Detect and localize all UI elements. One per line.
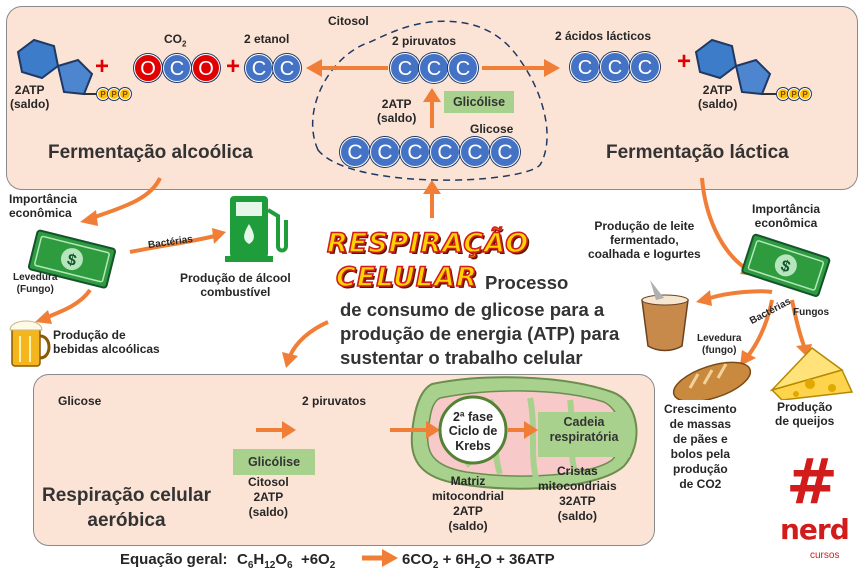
beer-mug-icon <box>9 320 51 367</box>
arrow-to-combustivel <box>129 234 216 254</box>
description-line1: Processo <box>485 272 569 293</box>
oxygen-atom: O <box>192 54 220 82</box>
description-line2: de consumo de glicose para a <box>340 299 605 320</box>
logo-brand: nerd <box>780 513 850 546</box>
levedura-right-label: Levedura (fungo) <box>697 333 742 356</box>
arrow-to-queijos <box>790 299 806 347</box>
svg-text:$: $ <box>65 251 78 270</box>
glicolise-box-bottom: Glicólise <box>233 449 315 475</box>
phosphate-group: P <box>119 88 131 100</box>
side-diagram: $ $ <box>9 177 854 400</box>
carbon-atom: C <box>570 52 600 82</box>
glicose-top-label: Glicose <box>470 122 514 136</box>
fungos-label: Fungos <box>793 307 830 318</box>
carbon-atom: C <box>600 52 630 82</box>
money-right-icon: $ <box>741 233 831 297</box>
cheese-icon <box>769 347 854 400</box>
description-line3: produção de energia (ATP) para <box>340 323 620 344</box>
equation-products: 6CO2 + 6H2O + 36ATP <box>402 551 555 571</box>
equation-reactants: C6H12O6 +6O2 <box>237 551 336 571</box>
money-left-icon: $ <box>27 229 116 289</box>
plus-middle: + <box>226 53 241 80</box>
atp-right-label: 2ATP (saldo) <box>698 83 738 111</box>
etanol-label: 2 etanol <box>244 32 290 46</box>
carbon-atom: C <box>430 137 460 167</box>
carbon-atom: C <box>490 137 520 167</box>
bread-icon <box>672 361 752 400</box>
arrow-lactica-down <box>700 177 747 270</box>
matriz-label: Matriz mitocondrial 2ATP (saldo) <box>432 474 505 533</box>
arrow-to-bottom-panel <box>288 320 329 357</box>
title-respiracao: RESPIRAÇÃO <box>326 227 530 260</box>
carbon-atom: C <box>400 137 430 167</box>
phosphate-group: P <box>799 88 811 100</box>
carbon-atom: C <box>163 54 191 82</box>
queijos-label: Produção de queijos <box>775 400 835 428</box>
piruvatos-label: 2 piruvatos <box>392 34 457 48</box>
cristas-label: Cristas mitocondriais 32ATP (saldo) <box>538 464 617 523</box>
fermentacao-lactica-title: Fermentação láctica <box>606 142 789 163</box>
fuel-pump-icon <box>225 196 288 262</box>
carbon-atom: C <box>390 53 420 83</box>
logo-sub: cursos <box>810 550 840 561</box>
atp-molecule-right-icon <box>694 38 776 96</box>
citosol-atp-label: Citosol 2ATP (saldo) <box>248 475 289 519</box>
logo-hash-symbol: # <box>786 445 838 518</box>
carbon-atom: C <box>630 52 660 82</box>
cadeia-box: Cadeia respiratória <box>538 412 630 457</box>
glicolise-box-top: Glicólise <box>444 91 514 113</box>
carbon-atom: C <box>370 137 400 167</box>
carbon-atom: C <box>245 54 273 82</box>
aerobica-title: Respiração celular aeróbica <box>42 485 211 531</box>
citosol-region <box>311 20 548 181</box>
krebs-label: 2ª fase Ciclo de Krebs <box>448 410 498 453</box>
levedura-left-label: Levedura (Fungo) <box>13 272 58 295</box>
nerd-logo: # nerd cursos <box>780 445 860 570</box>
co2-label: CO2 <box>164 32 187 49</box>
carbon-atom: C <box>460 137 490 167</box>
carbon-atom: C <box>273 54 301 82</box>
carbon-atom: C <box>448 53 478 83</box>
description-line4: sustentar o trabalho celular <box>340 347 583 368</box>
carbon-atom: C <box>419 53 449 83</box>
fermentacao-alcoolica-title: Fermentação alcoólica <box>48 142 253 163</box>
bottom-diagram <box>256 376 638 567</box>
top-diagram <box>16 20 776 181</box>
oxygen-atom: O <box>134 54 162 82</box>
arrow-to-paes <box>746 299 774 358</box>
atp-center-label: 2ATP (saldo) <box>377 97 417 125</box>
leite-label: Produção de leite fermentado, coalhada e… <box>588 219 701 261</box>
piruvatos-bottom-label: 2 piruvatos <box>302 394 367 408</box>
citosol-label: Citosol <box>328 14 369 28</box>
equation-label: Equação geral: <box>120 551 228 568</box>
atp-molecule-left-icon <box>16 38 96 96</box>
importancia-right-label: Importância econômica <box>752 202 821 230</box>
yogurt-cup-icon <box>641 280 689 352</box>
paes-label: Crescimento de massas de pães e bolos pe… <box>664 402 737 491</box>
krebs-circle <box>438 395 508 465</box>
arrow-to-leite <box>709 289 773 300</box>
bebidas-label: Produção de bebidas alcoólicas <box>53 328 160 356</box>
importancia-left-label: Importância econômica <box>9 192 78 220</box>
acidos-lacticos-label: 2 ácidos lácticos <box>555 29 652 43</box>
atp-left-label: 2ATP (saldo) <box>10 83 50 111</box>
glicose-bottom-label: Glicose <box>58 394 102 408</box>
carbon-atom: C <box>340 137 370 167</box>
title-celular: CELULAR <box>335 261 478 294</box>
plus-right: + <box>677 48 692 75</box>
arrow-alcoolica-down <box>91 177 162 220</box>
alcool-combustivel-label: Produção de álcool combustível <box>180 271 291 299</box>
plus-left: + <box>95 53 110 80</box>
